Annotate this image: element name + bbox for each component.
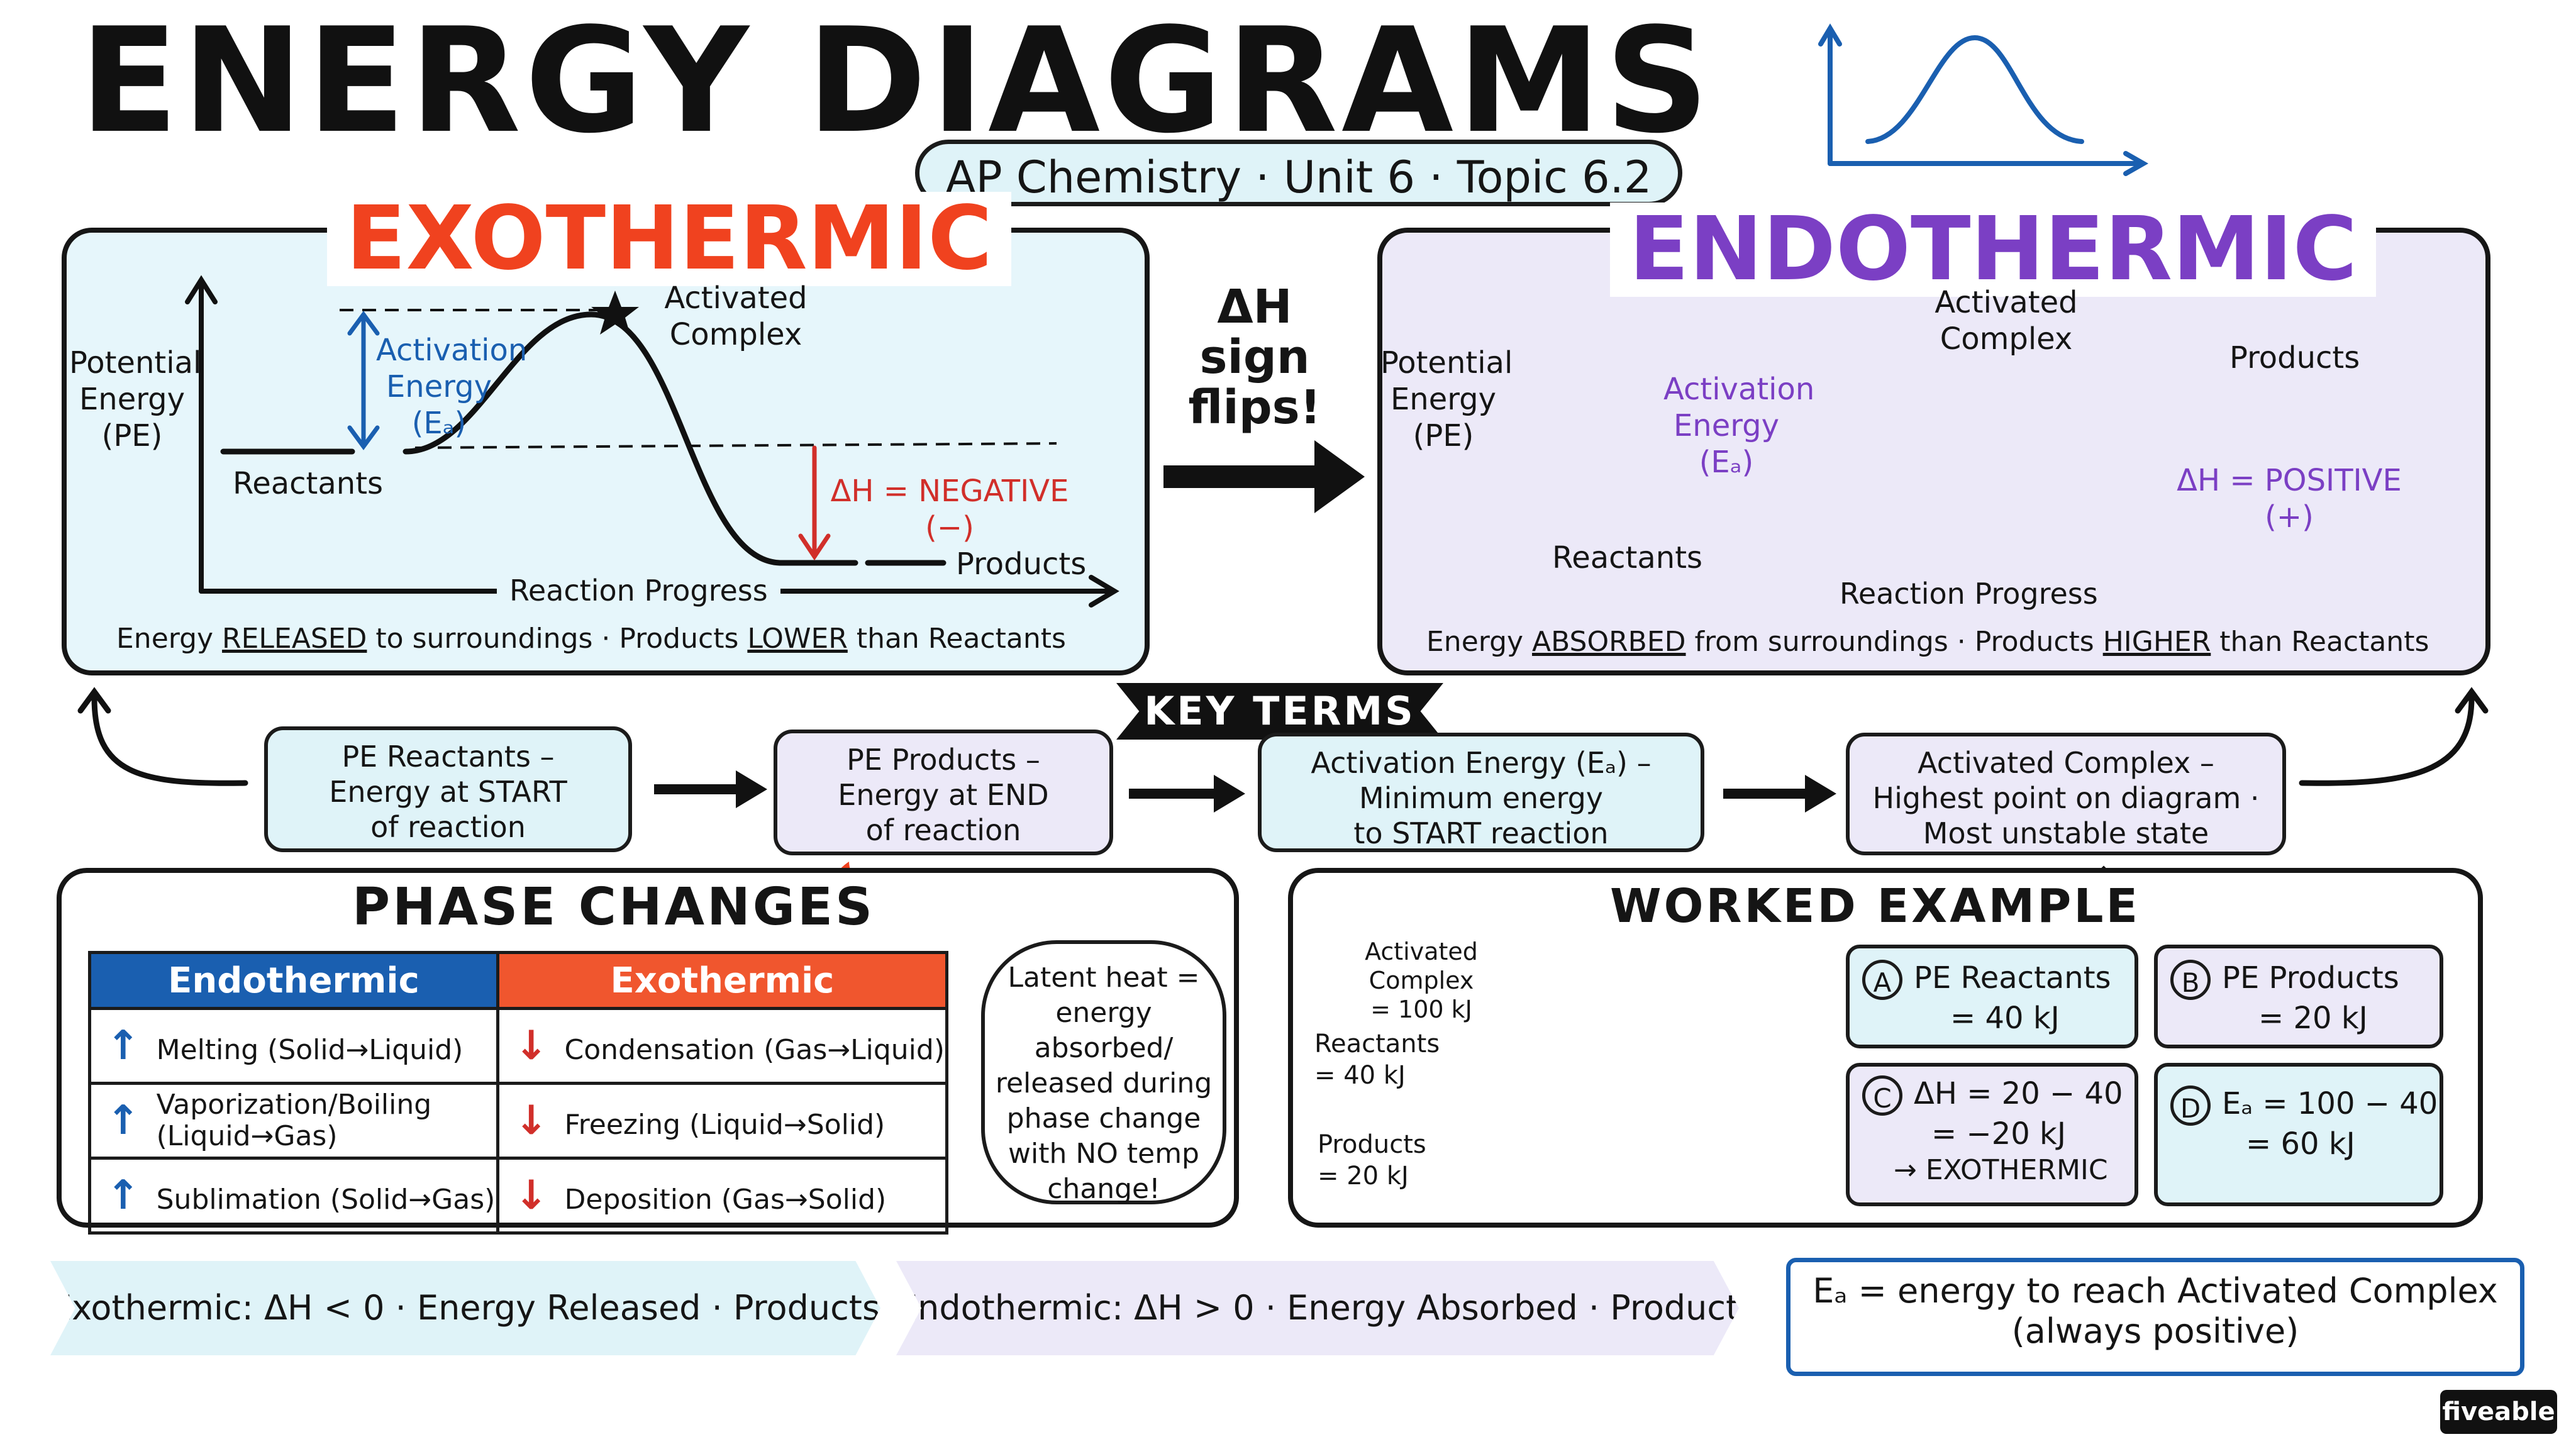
latent-heat-bubble: Latent heat =energy absorbed/released du…	[981, 940, 1226, 1205]
endo-products-label: Products	[2229, 340, 2360, 375]
arrow-down-icon: ↓	[514, 1172, 548, 1219]
arrow-down-icon: ↓	[514, 1097, 548, 1144]
bell-curve-icon	[1818, 23, 2149, 176]
endo-cell: ↑Vaporization/Boiling (Liquid→Gas)	[88, 1082, 499, 1160]
endothermic-title: ENDOTHERMIC	[1610, 203, 2377, 297]
exothermic-summary-ribbon: Exothermic: ΔH < 0 · Energy Released · P…	[50, 1261, 880, 1355]
exo-cell: ↓Deposition (Gas→Solid)	[496, 1157, 949, 1235]
exothermic-title: EXOTHERMIC	[327, 192, 1011, 286]
endo-cell: ↑Melting (Solid→Liquid)	[88, 1007, 499, 1085]
we-products-label: Products= 20 kJ	[1318, 1130, 1426, 1191]
exothermic-header: Exothermic	[496, 951, 949, 1010]
endo-cell: ↑Sublimation (Solid→Gas)	[88, 1157, 499, 1235]
we-reactants-label: Reactants= 40 kJ	[1314, 1030, 1440, 1090]
exo-products-label: Products	[956, 547, 1087, 582]
endo-x-label: Reaction Progress	[1827, 575, 2111, 612]
endothermic-header: Endothermic	[88, 951, 499, 1010]
endo-delta-h-label: ΔH = POSITIVE(+)	[2177, 463, 2402, 535]
we-complex-label: Activated Complex= 100 kJ	[1365, 938, 1478, 1023]
endo-reactants-label: Reactants	[1552, 540, 1703, 575]
table-row: ↑Vaporization/Boiling (Liquid→Gas) ↓Free…	[88, 1082, 949, 1160]
worked-example-title: WORKED EXAMPLE	[1610, 879, 2141, 933]
page-title: ENERGY DIAGRAMS	[79, 0, 1713, 165]
exo-x-label: Reaction Progress	[497, 572, 780, 609]
arrow-up-icon: ↑	[106, 1172, 140, 1219]
exo-cell: ↓Freezing (Liquid→Solid)	[496, 1082, 949, 1160]
table-row: ↑Melting (Solid→Liquid) ↓Condensation (G…	[88, 1007, 949, 1085]
arrow-up-icon: ↑	[106, 1023, 140, 1069]
endothermic-summary-ribbon: Endothermic: ΔH > 0 · Energy Absorbed · …	[896, 1261, 1739, 1355]
endo-caption: Energy ABSORBED from surroundings · Prod…	[1426, 626, 2429, 658]
table-row: ↑Sublimation (Solid→Gas) ↓Deposition (Ga…	[88, 1157, 949, 1235]
subtitle-badge: AP Chemistry · Unit 6 · Topic 6.2	[915, 140, 1682, 206]
exo-delta-h-label: ΔH = NEGATIVE(−)	[830, 474, 1069, 545]
key-terms-banner: KEY TERMS	[1116, 683, 1443, 740]
fiveable-logo: fiveable	[2440, 1390, 2557, 1434]
activation-energy-summary: Eₐ = energy to reach Activated Complex(a…	[1786, 1258, 2524, 1376]
arrow-down-icon: ↓	[514, 1023, 548, 1069]
phase-changes-table: Endothermic Exothermic ↑Melting (Solid→L…	[88, 951, 949, 1235]
exo-cell: ↓Condensation (Gas→Liquid)	[496, 1007, 949, 1085]
exo-caption: Energy RELEASED to surroundings · Produc…	[116, 623, 1066, 655]
key-term-activated-complex: Activated Complex –Highest point on diag…	[1846, 733, 2286, 855]
phase-changes-title: PHASE CHANGES	[352, 877, 875, 937]
exo-reactants-label: Reactants	[233, 466, 384, 501]
arrow-up-icon: ↑	[106, 1097, 140, 1144]
